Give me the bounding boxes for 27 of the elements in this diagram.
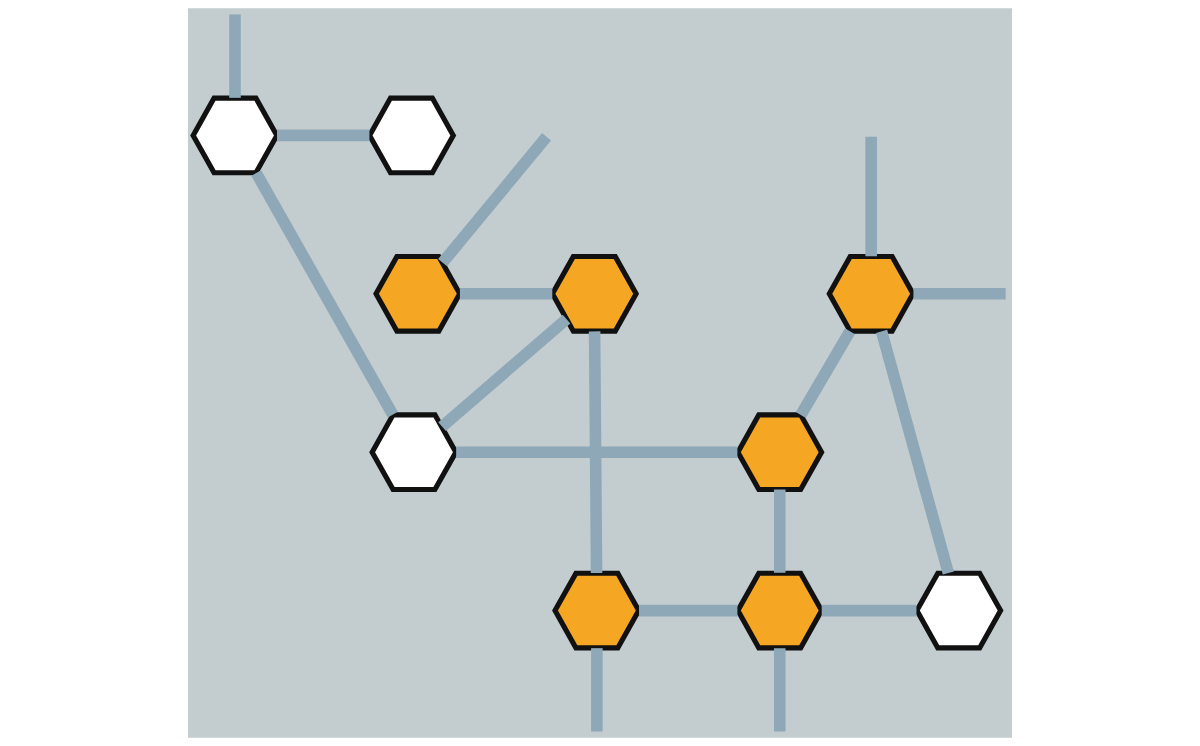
connector (773, 489, 786, 573)
connector (875, 329, 954, 575)
node-hexagon (734, 412, 825, 493)
connector (588, 331, 603, 574)
connector (865, 136, 877, 257)
node-hexagon (826, 253, 916, 334)
node-hexagon (913, 570, 1004, 651)
connector (456, 446, 738, 458)
node-hexagon (549, 253, 640, 334)
connector (639, 604, 738, 617)
node-hexagon (373, 253, 463, 334)
connector (795, 328, 855, 418)
node-hexagon (369, 412, 459, 493)
node-hexagon (734, 570, 825, 651)
connector (438, 133, 552, 267)
connector (229, 14, 241, 98)
connector (277, 129, 370, 142)
connector (913, 288, 1006, 300)
connector (591, 648, 603, 732)
connector (459, 288, 553, 300)
connector (251, 170, 398, 418)
node-hexagon (552, 570, 642, 651)
connector (821, 604, 917, 617)
node-hexagon (366, 95, 457, 176)
connector (773, 648, 786, 732)
node-hexagon (190, 95, 280, 176)
connector (438, 314, 571, 431)
